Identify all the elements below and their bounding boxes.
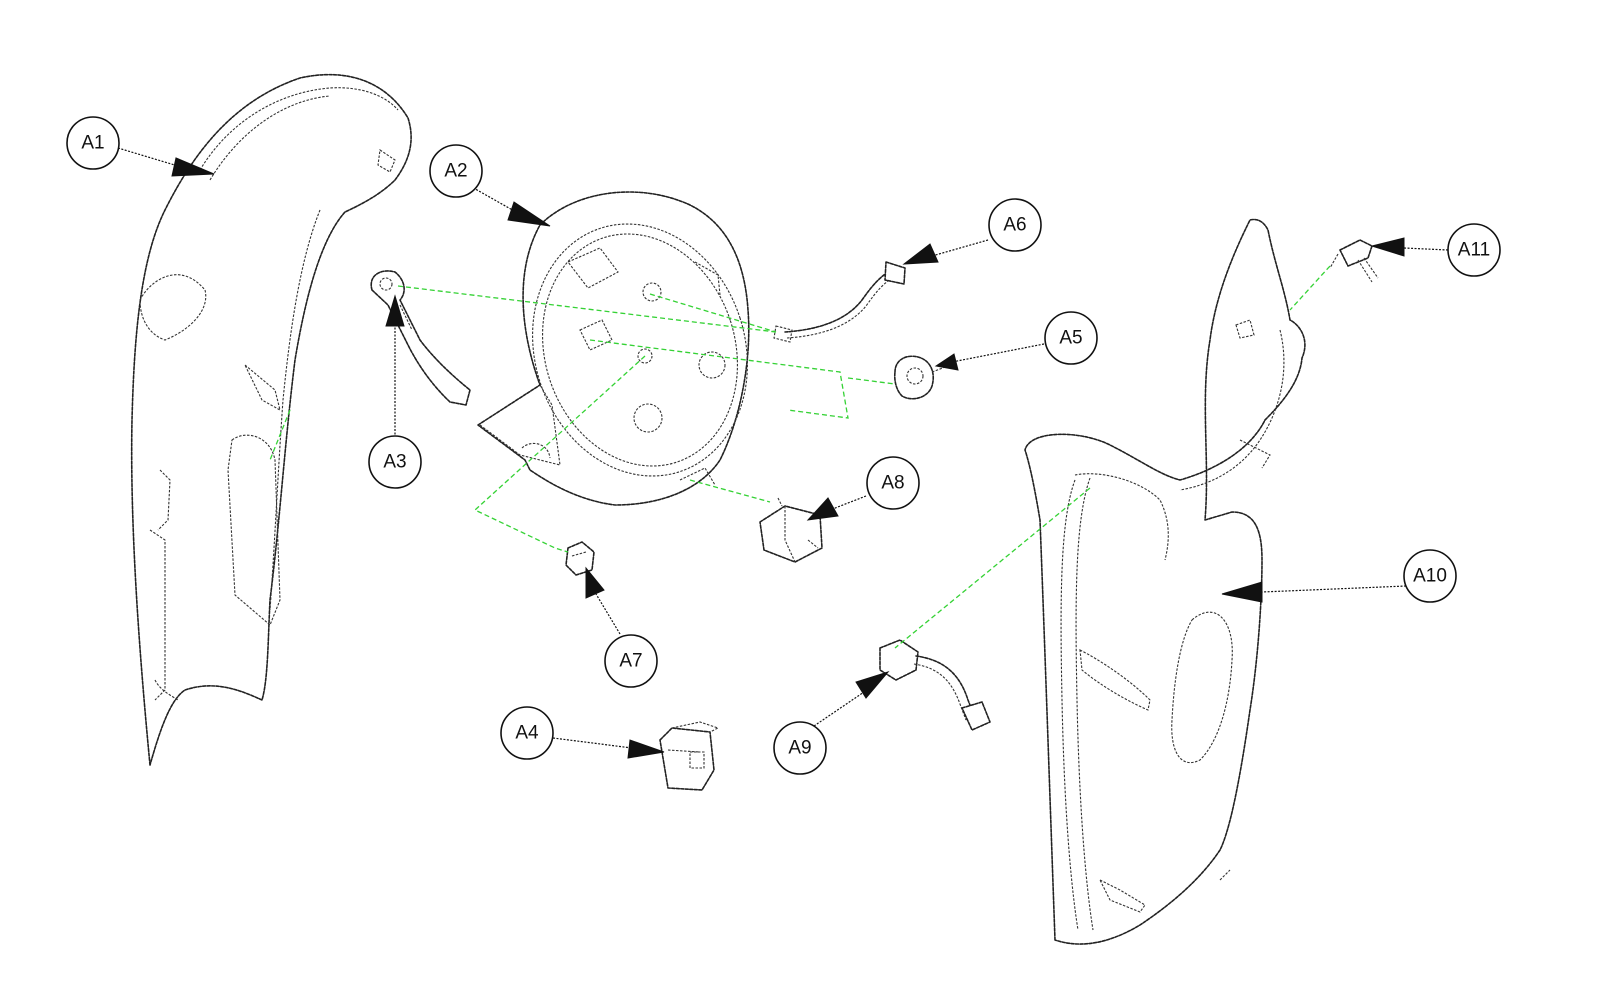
callout-a11: A11 bbox=[1447, 223, 1501, 277]
callout-a10-label: A10 bbox=[1413, 566, 1447, 587]
part-a3-bracket-arm bbox=[370, 270, 471, 406]
callout-a9: A9 bbox=[773, 721, 827, 775]
callout-a1-label: A1 bbox=[81, 133, 104, 154]
part-a2-oval-housing bbox=[477, 191, 750, 506]
callout-a2: A2 bbox=[429, 144, 483, 198]
callout-a6-label: A6 bbox=[1003, 215, 1026, 236]
callout-a6: A6 bbox=[988, 198, 1042, 252]
part-a11-small-latch bbox=[1329, 239, 1379, 283]
callout-a5-label: A5 bbox=[1059, 328, 1082, 349]
callout-a1: A1 bbox=[66, 116, 120, 170]
part-a7-small-clip bbox=[565, 541, 595, 576]
part-a6-cable-plug bbox=[773, 261, 906, 343]
part-a4-switch-box bbox=[659, 721, 720, 791]
part-a9-cable-socket bbox=[879, 639, 991, 731]
callout-a11-label: A11 bbox=[1458, 240, 1490, 261]
callout-a8-label: A8 bbox=[881, 473, 904, 494]
callout-a5: A5 bbox=[1044, 311, 1098, 365]
callout-a3: A3 bbox=[368, 435, 422, 489]
callout-a4: A4 bbox=[500, 706, 554, 760]
part-a1-left-shroud bbox=[130, 73, 412, 766]
callout-a4-label: A4 bbox=[515, 723, 539, 744]
assembly-guide-lines bbox=[269, 265, 1331, 649]
callout-a8: A8 bbox=[866, 456, 920, 510]
callout-a7: A7 bbox=[604, 634, 658, 688]
part-a5-round-connector bbox=[893, 355, 949, 400]
part-a8-relay-switch bbox=[759, 497, 823, 563]
part-a10-right-panel bbox=[1024, 218, 1306, 945]
callout-a9-label: A9 bbox=[788, 738, 811, 759]
callout-leaders bbox=[117, 147, 1449, 759]
callout-a10: A10 bbox=[1403, 549, 1457, 603]
callout-a7-label: A7 bbox=[619, 651, 642, 672]
callout-a2-label: A2 bbox=[444, 161, 467, 182]
callout-a3-label: A3 bbox=[383, 452, 406, 473]
